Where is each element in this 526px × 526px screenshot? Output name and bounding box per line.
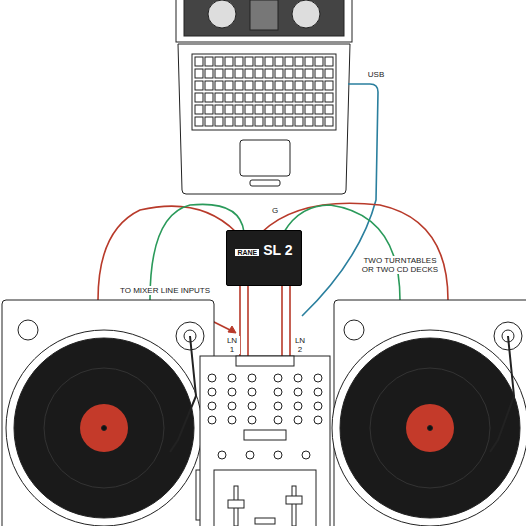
callout-text: TO MIXER LINE INPUTS <box>104 286 226 295</box>
brand-name: RANE <box>235 249 259 256</box>
interface-box: RANE SL 2 <box>226 230 302 286</box>
port-label: USB <box>362 70 390 79</box>
model-name: SL 2 <box>263 242 292 258</box>
input-label: LN 2 <box>292 336 308 354</box>
callout-text: TWO TURNTABLES OR TWO CD DECKS <box>360 256 440 274</box>
ground-label: G <box>268 206 282 215</box>
input-label: LN 1 <box>224 336 240 354</box>
